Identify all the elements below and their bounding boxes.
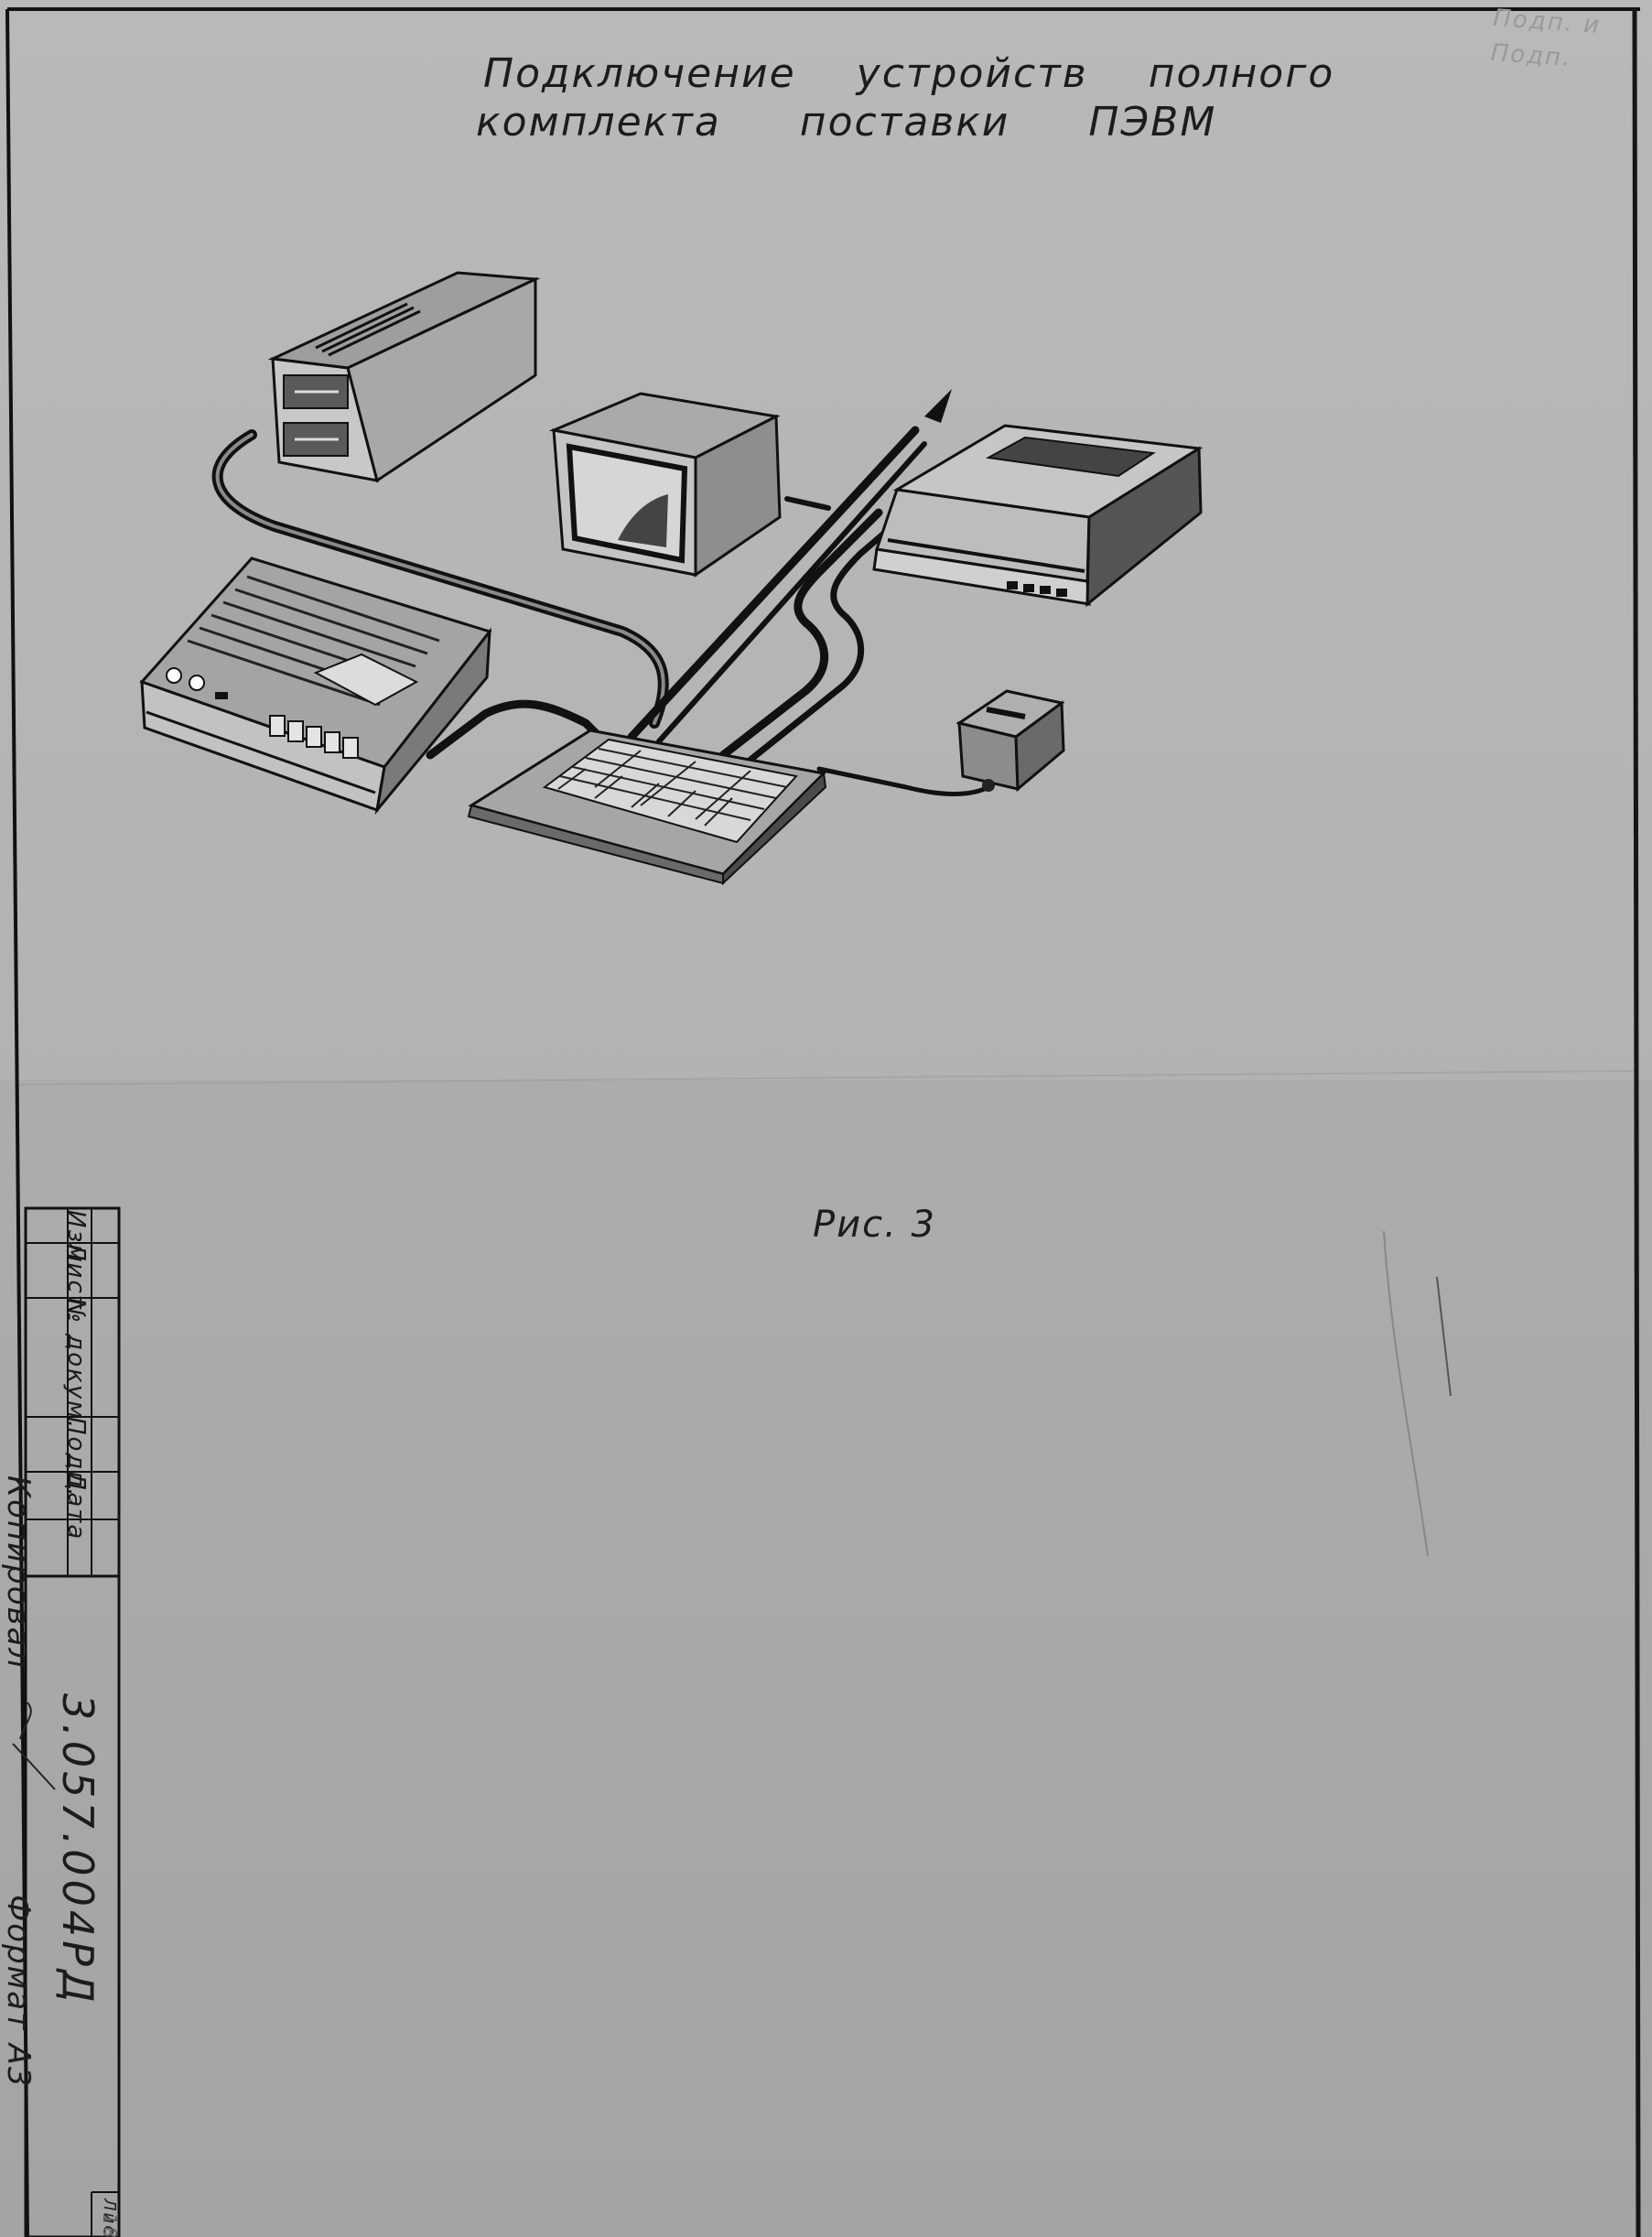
header-sheet: Лист [62, 1243, 90, 1311]
cassette-recorder-icon [139, 557, 492, 816]
sheet-number: 18 [99, 2213, 121, 2237]
printer-icon [872, 424, 1204, 608]
copied-by-label: Копировал [0, 1475, 37, 1670]
arrow-up-right-icon [924, 389, 952, 423]
corner-note: Подп. и Подп. [1489, 1, 1602, 78]
header-change: Изм. [62, 1210, 90, 1274]
header-signature: Подп. [62, 1417, 90, 1498]
header-date: Дата [62, 1472, 90, 1541]
format-label: Формат А3 [0, 1895, 37, 2089]
drawing-title-line-2: комплекта поставки ПЭВМ [476, 99, 1217, 146]
connection-diagram [139, 271, 1204, 886]
document-number: 3.057.004РД [53, 1693, 103, 2006]
crt-monitor-icon [548, 392, 782, 578]
keyboard-computer-icon [467, 729, 827, 886]
connecting-cables [211, 426, 991, 796]
power-supply-block-icon [956, 689, 1065, 793]
figure-caption: Рис. 3 [813, 1204, 936, 1246]
drawing-title-line-1: Подключение устройств полного [483, 50, 1335, 97]
header-document-number: № докум. [62, 1298, 90, 1431]
title-block-headers: Изм.Лист№ докум.Подп.Дата [62, 1210, 90, 1541]
floppy-drive-unit-icon [267, 271, 541, 483]
